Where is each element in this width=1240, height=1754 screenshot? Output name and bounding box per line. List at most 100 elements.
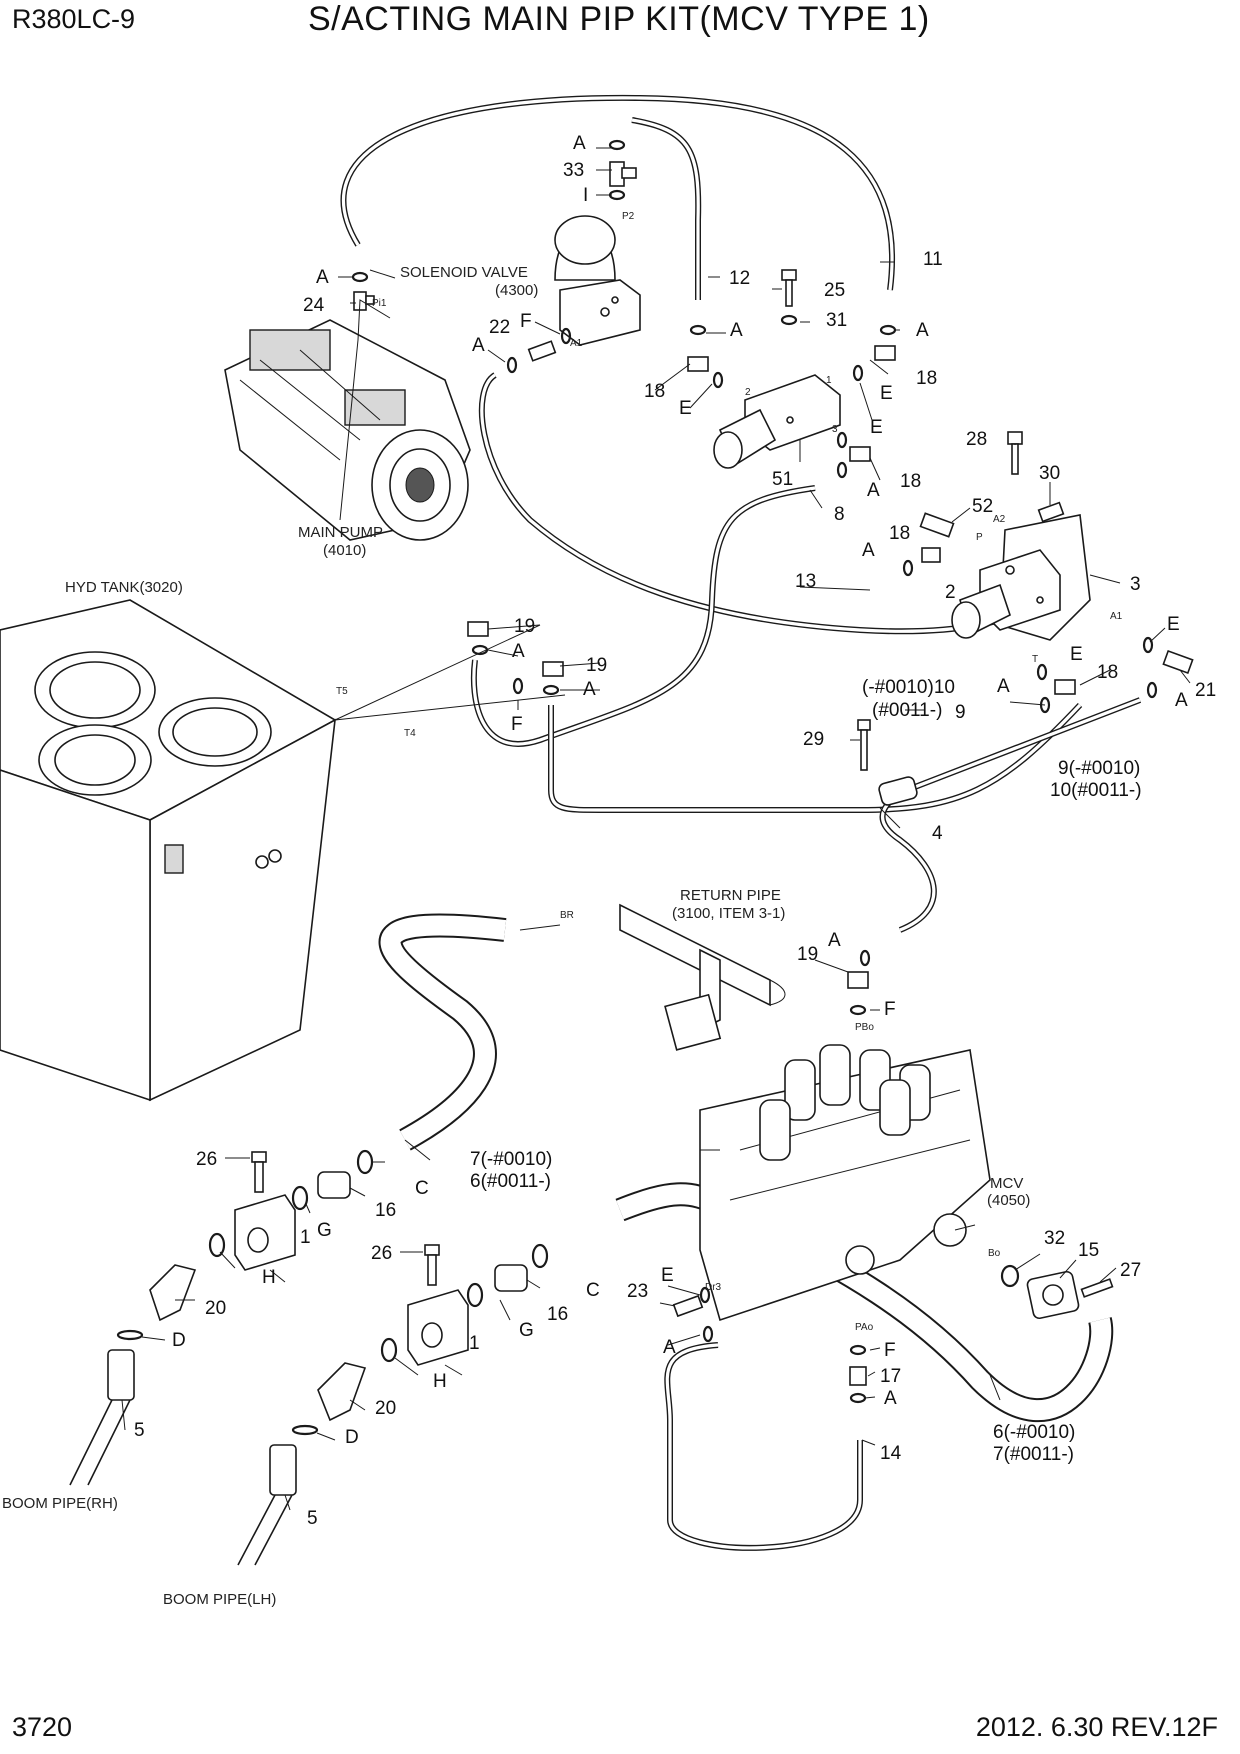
fitting-18-v2: [921, 547, 941, 563]
label-mcv: MCV: [990, 1175, 1023, 1192]
port-t: T: [1032, 654, 1038, 665]
hose-5-upper: [69, 1349, 135, 1486]
callout-23: 23: [627, 1281, 648, 1302]
block-1-upper: [234, 1194, 296, 1271]
callout-18-c: 18: [900, 471, 921, 492]
o-ring-g-upper: [291, 1185, 309, 1211]
fitting-19-mcv: [847, 971, 869, 989]
o-ring-a-19-mcv: [859, 949, 871, 967]
bolt-27: [1080, 1278, 1114, 1298]
callout-letter-f-8: F: [511, 714, 523, 735]
callout-27: 27: [1120, 1260, 1141, 1281]
mcv-4050: [699, 1044, 991, 1322]
callout-letter-a-18-right: A: [916, 320, 929, 341]
hose-8: [470, 485, 816, 747]
callout-25: 25: [824, 280, 845, 301]
callout-letter-a-21: A: [1175, 690, 1188, 711]
callout-24: 24: [303, 295, 325, 316]
fitting-24: [353, 291, 375, 311]
elbow-20-lower: [317, 1362, 367, 1422]
callout-letter-e-18-v2-lower: E: [1070, 644, 1083, 665]
callout-letter-a-23: A: [663, 1337, 676, 1358]
fitting-52: [919, 512, 955, 538]
leader-lines: [121, 147, 1191, 1511]
o-ring-h-lower: [380, 1337, 398, 1363]
callout-14: 14: [880, 1443, 902, 1464]
o-ring-f-22: [560, 327, 572, 345]
callout-19-b: 19: [586, 655, 607, 676]
callout-26-a: 26: [196, 1149, 217, 1170]
callout-26-b: 26: [371, 1243, 392, 1264]
callout-6-a: 6(-#0010): [993, 1422, 1075, 1443]
callout-letter-e-18-left: E: [679, 398, 692, 419]
callout-letter-e-21: E: [1167, 614, 1180, 635]
callout-18-e: 18: [1097, 662, 1118, 683]
callout-letter-d-lower: D: [345, 1427, 359, 1448]
label-return-pipe: RETURN PIPE: [680, 887, 781, 904]
port-1: 1: [826, 375, 832, 386]
hose-14: [664, 1342, 863, 1551]
port-pao: PAo: [855, 1322, 874, 1333]
label-boom-pipe-rh: BOOM PIPE(RH): [2, 1495, 118, 1512]
hose-5-lower: [237, 1444, 297, 1566]
port-dr3: Dr3: [705, 1282, 722, 1293]
port-p: P: [976, 532, 983, 543]
page-title: S/ACTING MAIN PIP KIT(MCV TYPE 1): [308, 0, 930, 38]
callout-letter-e-18-lower: E: [870, 417, 883, 438]
callout-letter-a-17: A: [884, 1388, 897, 1409]
o-ring-a-18-right: [879, 324, 897, 336]
callout-letter-a-18-left: A: [730, 320, 743, 341]
callout-7-a: 7(-#0010): [470, 1149, 552, 1170]
callout-letter-f-19-mcv: F: [884, 999, 896, 1020]
fitting-21: [1162, 649, 1194, 675]
bolt-26-lower: [424, 1244, 440, 1286]
hose-9-10: [879, 697, 1142, 933]
callout-6-b: 7(#0011-): [993, 1444, 1074, 1465]
callout-9-10-b: (#0011-): [872, 700, 942, 721]
o-ring-i-33: [608, 189, 626, 201]
callout-16-b: 16: [547, 1304, 568, 1325]
flange-15: [1026, 1270, 1080, 1320]
port-3: 3: [832, 424, 838, 435]
label-mcv-ref: (4050): [987, 1192, 1030, 1209]
callout-11: 11: [923, 249, 943, 270]
callout-letter-e-23: E: [661, 1265, 674, 1286]
o-ring-g-lower: [466, 1282, 484, 1308]
callout-letter-c-upper: C: [415, 1178, 429, 1199]
label-boom-pipe-lh: BOOM PIPE(LH): [163, 1591, 276, 1608]
valve-2-bracket-3: [951, 514, 1091, 641]
port-2: 2: [745, 387, 751, 398]
callout-2: 2: [945, 582, 956, 603]
fitting-33: [609, 161, 637, 187]
o-ring-f-17: [849, 1344, 867, 1356]
callout-15: 15: [1078, 1240, 1099, 1261]
block-1-lower: [407, 1289, 469, 1366]
o-ring-a-18-lower: [836, 461, 848, 479]
port-br: BR: [560, 910, 574, 921]
o-ring-e-23: [699, 1286, 711, 1304]
label-return-pipe-ref: (3100, ITEM 3-1): [672, 905, 785, 922]
label-solenoid-valve: SOLENOID VALVE: [400, 264, 528, 281]
callout-7-b: 6(#0011-): [470, 1171, 551, 1192]
callout-letter-a-19-mcv: A: [828, 930, 841, 951]
clamp-4: [878, 776, 918, 806]
port-bo: Bo: [988, 1248, 1001, 1259]
hose-19-to-4: [548, 702, 1083, 813]
washer-31: [780, 314, 798, 326]
o-ring-e-18-lower: [836, 431, 848, 449]
callout-51: 51: [772, 469, 793, 490]
date-revision: 2012. 6.30 REV.12F: [975, 1712, 1218, 1742]
callout-30: 30: [1039, 463, 1060, 484]
callout-18-a: 18: [644, 381, 665, 402]
callout-letter-a-19-tank-upper: A: [512, 641, 525, 662]
bolt-28: [1007, 431, 1023, 475]
callout-letter-h-lower: H: [433, 1371, 447, 1392]
port-t4: T4: [404, 728, 416, 739]
callout-33: 33: [563, 160, 584, 181]
o-ring-a-19-tank-lower: [542, 684, 560, 696]
callout-8: 8: [834, 504, 845, 525]
main-pump: [224, 319, 471, 541]
callout-22: 22: [489, 317, 510, 338]
callout-3: 3: [1130, 574, 1141, 595]
